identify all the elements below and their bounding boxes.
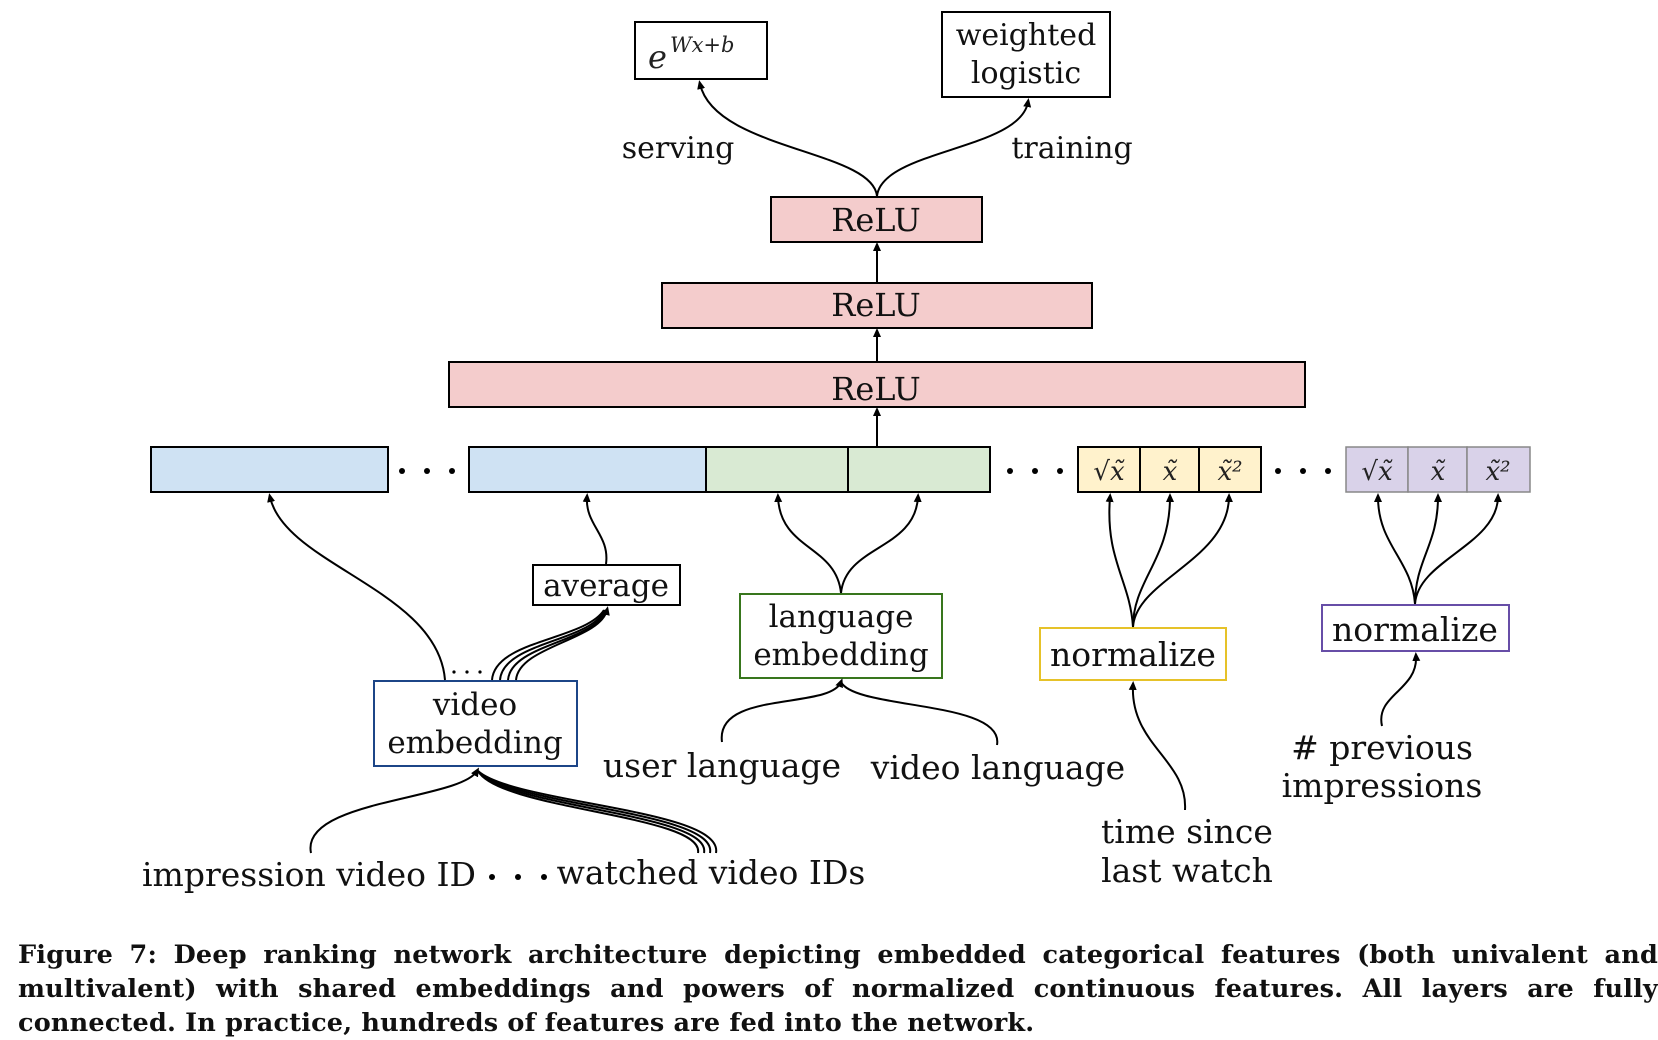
user-language-label: user language bbox=[603, 746, 841, 785]
serving-formula-base: e bbox=[648, 38, 667, 76]
impression-embedding-cell bbox=[150, 446, 389, 493]
normalize-to-yellow-square-arrow bbox=[1132, 493, 1233, 628]
video-embedding-line1: video bbox=[432, 687, 517, 723]
previous-impressions-line2: impressions bbox=[1282, 766, 1483, 805]
figure-caption: Figure 7: Deep ranking network architect… bbox=[18, 940, 1658, 1038]
input-ellipsis-dots bbox=[489, 874, 547, 880]
user-language-cell bbox=[705, 446, 849, 493]
watched-ids-arrow-3 bbox=[477, 770, 712, 854]
purple-square-cell: x̃² bbox=[1485, 457, 1510, 487]
watched-to-average-arrow-2 bbox=[499, 609, 606, 681]
user-language-arrow bbox=[720, 678, 843, 743]
relu-top-label: ReLU bbox=[831, 201, 921, 239]
language-embedding-box: language embedding bbox=[739, 593, 943, 679]
watched-ids-arrow-4 bbox=[477, 770, 718, 854]
impression-video-id-label: impression video ID bbox=[142, 855, 476, 894]
time-since-line2: last watch bbox=[1101, 851, 1273, 890]
video-language-arrow bbox=[840, 681, 999, 746]
previous-impressions-line1: # previous bbox=[1291, 728, 1473, 767]
watched-to-average-arrow-1 bbox=[491, 609, 605, 681]
training-box-line2: logistic bbox=[971, 56, 1081, 91]
relu-layer-middle: ReLU bbox=[661, 282, 1093, 329]
serving-arrow bbox=[697, 80, 878, 197]
normalize-impressions-box: normalize bbox=[1321, 604, 1510, 652]
relu-bottom-label: ReLU bbox=[831, 370, 921, 408]
average-label: average bbox=[543, 568, 669, 604]
relu-layer-bottom: ReLU bbox=[448, 361, 1306, 408]
ranking-network-diagram: e Wx+b weighted logistic serving trainin… bbox=[142, 11, 1531, 894]
training-arrow bbox=[876, 98, 1032, 197]
video-language-label: video language bbox=[870, 748, 1125, 787]
normalize-time-label: normalize bbox=[1050, 635, 1216, 674]
normalize-to-yellow-sqrt-arrow bbox=[1105, 493, 1134, 628]
serving-formula-exponent: Wx+b bbox=[670, 33, 734, 57]
watched-to-average-arrow-4 bbox=[515, 606, 610, 681]
impression-id-to-embedding-arrow bbox=[309, 767, 480, 854]
serving-label: serving bbox=[622, 131, 735, 166]
normalize-to-yellow-linear-arrow bbox=[1132, 493, 1174, 628]
video-embedding-box: video embedding bbox=[373, 680, 578, 767]
watched-to-average-arrow-3 bbox=[507, 609, 607, 681]
ellipsis-dots-1 bbox=[399, 468, 455, 474]
time-since-powers: √x̃ x̃ x̃² bbox=[1077, 446, 1262, 493]
watched-average-cell bbox=[468, 446, 707, 493]
language-embedding-line2: embedding bbox=[753, 637, 928, 673]
language-to-user-cell-arrow bbox=[774, 493, 842, 594]
normalize-to-purple-linear-arrow bbox=[1414, 493, 1442, 605]
purple-linear-cell: x̃ bbox=[1431, 457, 1446, 487]
watched-ids-arrow-1 bbox=[477, 770, 700, 854]
ellipsis-dots-2 bbox=[1007, 468, 1063, 474]
watched-video-ids-label: watched video IDs bbox=[557, 853, 866, 892]
normalize-to-purple-square-arrow bbox=[1414, 493, 1502, 605]
ellipsis-dots-3 bbox=[1275, 468, 1331, 474]
training-output-box: weighted logistic bbox=[941, 11, 1111, 98]
training-label: training bbox=[1011, 131, 1132, 166]
video-language-cell bbox=[847, 446, 991, 493]
relu-layer-top: ReLU bbox=[770, 196, 983, 243]
serving-output-box: e Wx+b bbox=[634, 21, 768, 80]
language-embedding-line1: language bbox=[769, 599, 914, 635]
relu-middle-label: ReLU bbox=[831, 286, 921, 324]
watched-ids-arrow-2 bbox=[477, 770, 706, 854]
average-to-cell-arrow bbox=[582, 493, 608, 565]
normalize-time-box: normalize bbox=[1039, 627, 1227, 681]
yellow-square-cell: x̃² bbox=[1217, 457, 1242, 487]
yellow-linear-cell: x̃ bbox=[1163, 457, 1178, 487]
language-to-video-cell-arrow bbox=[840, 493, 922, 594]
time-since-to-normalize-arrow bbox=[1128, 681, 1187, 811]
previous-impressions-to-normalize-arrow bbox=[1380, 652, 1421, 727]
average-box: average bbox=[532, 564, 681, 606]
video-embedding-line2: embedding bbox=[387, 725, 562, 761]
previous-impressions-powers: √x̃ x̃ x̃² bbox=[1345, 446, 1531, 493]
normalize-impressions-label: normalize bbox=[1332, 610, 1498, 649]
training-box-line1: weighted bbox=[956, 18, 1097, 53]
time-since-line1: time since bbox=[1101, 812, 1273, 851]
purple-sqrt-cell: √x̃ bbox=[1361, 457, 1393, 487]
normalize-to-purple-sqrt-arrow bbox=[1374, 493, 1416, 605]
yellow-sqrt-cell: √x̃ bbox=[1093, 457, 1125, 487]
video-embedding-to-impression-arrow bbox=[267, 493, 446, 681]
video-embedding-dots bbox=[452, 670, 482, 674]
